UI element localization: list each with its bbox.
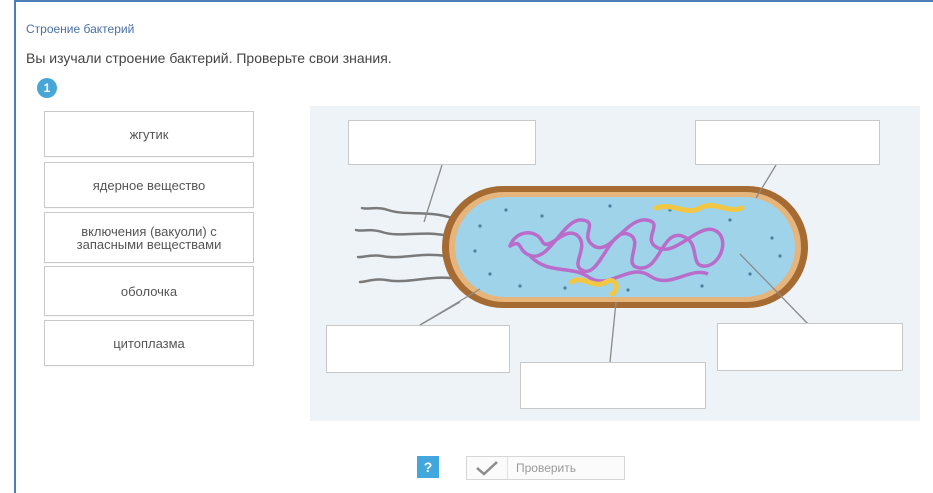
check-button[interactable]: Проверить bbox=[466, 456, 625, 480]
term-card-cytoplasm[interactable]: цитоплазма bbox=[44, 320, 254, 366]
help-button[interactable]: ? bbox=[417, 456, 439, 478]
step-badge: 1 bbox=[37, 78, 57, 98]
term-card-inclusions[interactable]: включения (вакуоли) с запасными вещества… bbox=[44, 212, 254, 263]
question-icon: ? bbox=[424, 459, 433, 475]
drop-slot-top-right[interactable] bbox=[695, 120, 880, 165]
drop-slot-bottom-left[interactable] bbox=[326, 325, 510, 373]
flagella bbox=[356, 208, 452, 282]
checkmark-icon bbox=[467, 457, 508, 479]
term-card-cell-wall[interactable]: оболочка bbox=[44, 266, 254, 316]
cell-body bbox=[442, 186, 808, 308]
instruction-text: Вы изучали строение бактерий. Проверьте … bbox=[26, 50, 392, 66]
drop-slot-bottom-right[interactable] bbox=[717, 323, 903, 371]
term-card-nuclear-material[interactable]: ядерное вещество bbox=[44, 162, 254, 208]
term-card-flagellum[interactable]: жгутик bbox=[44, 111, 254, 157]
check-button-label: Проверить bbox=[508, 461, 576, 475]
drop-slot-top-left[interactable] bbox=[348, 120, 536, 165]
breadcrumb[interactable]: Строение бактерий bbox=[26, 22, 134, 36]
drop-slot-bottom-center[interactable] bbox=[520, 362, 706, 409]
